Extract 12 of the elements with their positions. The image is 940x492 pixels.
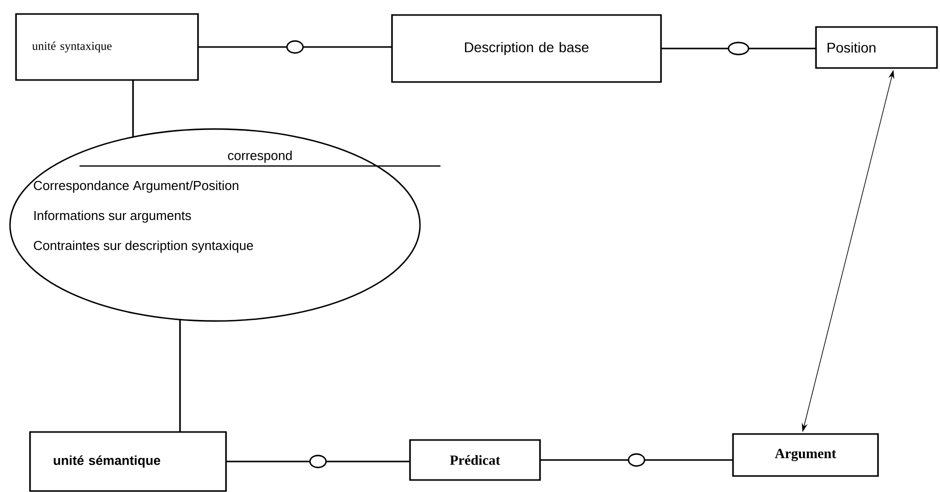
connector (132, 80, 134, 138)
connector (179, 318, 181, 432)
connector (198, 40, 392, 54)
entity-box: Position (815, 26, 938, 69)
entity-box: Description de base (391, 14, 662, 83)
entity-box: Argument (732, 433, 879, 477)
connector (226, 454, 410, 468)
entity-box: unité sémantique (29, 431, 227, 492)
entity-box: Prédicat (409, 439, 541, 481)
connector (540, 453, 733, 467)
connector (661, 42, 816, 56)
entity-box: unité syntaxique (15, 13, 199, 81)
